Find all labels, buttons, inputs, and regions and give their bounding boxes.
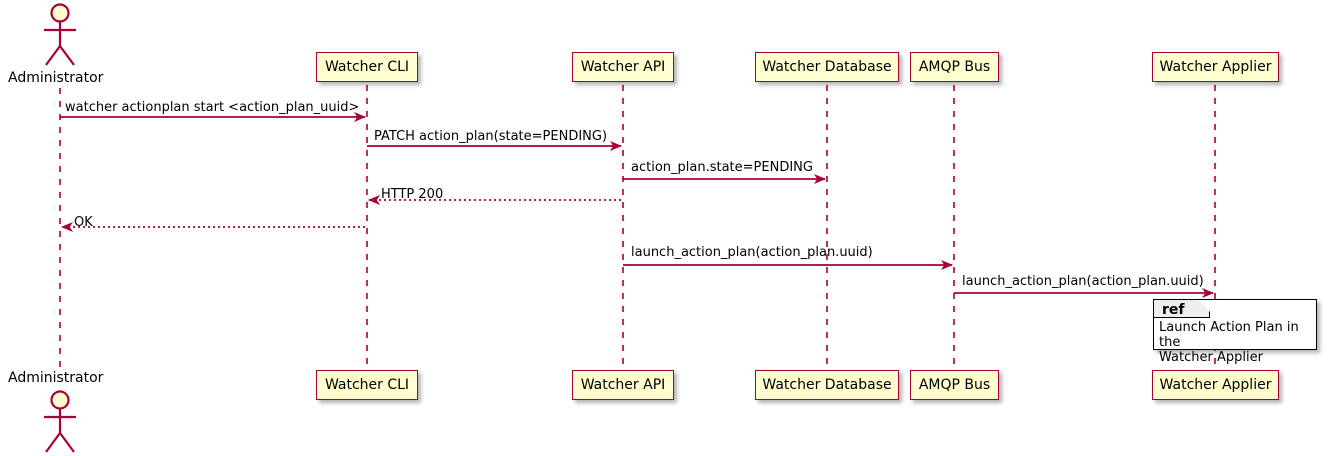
ref-fragment-box[interactable]: ref Launch Action Plan in the Watcher Ap… <box>1153 299 1317 365</box>
participant-box-watcher-cli-top[interactable]: Watcher CLI <box>316 52 418 82</box>
participant-box-watcher-api-top[interactable]: Watcher API <box>572 52 674 82</box>
message-label-msg-7: launch_action_plan(action_plan.uuid) <box>962 274 1204 289</box>
participant-box-amqp-bus-top[interactable]: AMQP Bus <box>910 52 999 82</box>
message-label-msg-3: action_plan.state=PENDING <box>631 160 813 175</box>
message-label-msg-4: HTTP 200 <box>381 187 444 202</box>
ref-fragment-body: Launch Action Plan in the Watcher Applie… <box>1159 320 1299 365</box>
ref-fragment-tab-label: ref <box>1162 302 1185 318</box>
participant-label: Watcher Database <box>762 377 892 393</box>
actor-label-administrator-bottom: Administrator <box>8 370 103 386</box>
participant-box-watcher-applier-top[interactable]: Watcher Applier <box>1152 52 1279 82</box>
participant-label: Watcher Applier <box>1159 377 1272 393</box>
actor-name: Administrator <box>8 370 104 386</box>
participant-box-watcher-applier-bottom[interactable]: Watcher Applier <box>1152 370 1279 400</box>
participant-box-amqp-bus-bottom[interactable]: AMQP Bus <box>910 370 999 400</box>
actor-name: Administrator <box>8 70 104 86</box>
message-label-msg-2: PATCH action_plan(state=PENDING) <box>374 129 608 144</box>
message-label-msg-6: launch_action_plan(action_plan.uuid) <box>631 245 873 260</box>
participant-label: Watcher Applier <box>1159 59 1272 75</box>
participant-label: AMQP Bus <box>918 59 991 75</box>
participant-box-watcher-database-top[interactable]: Watcher Database <box>755 52 899 82</box>
message-label-msg-5: OK <box>74 215 93 230</box>
message-label-msg-1: watcher actionplan start <action_plan_uu… <box>65 100 360 115</box>
participant-label: Watcher API <box>580 59 666 75</box>
participant-box-watcher-cli-bottom[interactable]: Watcher CLI <box>316 370 418 400</box>
participant-box-watcher-api-bottom[interactable]: Watcher API <box>572 370 674 400</box>
participant-label: Watcher CLI <box>324 377 410 393</box>
actor-figure-administrator-bottom <box>44 390 76 453</box>
participant-label: Watcher Database <box>762 59 892 75</box>
actor-figure-administrator-top <box>44 3 76 66</box>
participant-label: Watcher CLI <box>324 59 410 75</box>
actor-label-administrator-top: Administrator <box>8 70 103 86</box>
participant-box-watcher-database-bottom[interactable]: Watcher Database <box>755 370 899 400</box>
message-arrows <box>60 112 1214 298</box>
participant-label: AMQP Bus <box>918 377 991 393</box>
participant-label: Watcher API <box>580 377 666 393</box>
